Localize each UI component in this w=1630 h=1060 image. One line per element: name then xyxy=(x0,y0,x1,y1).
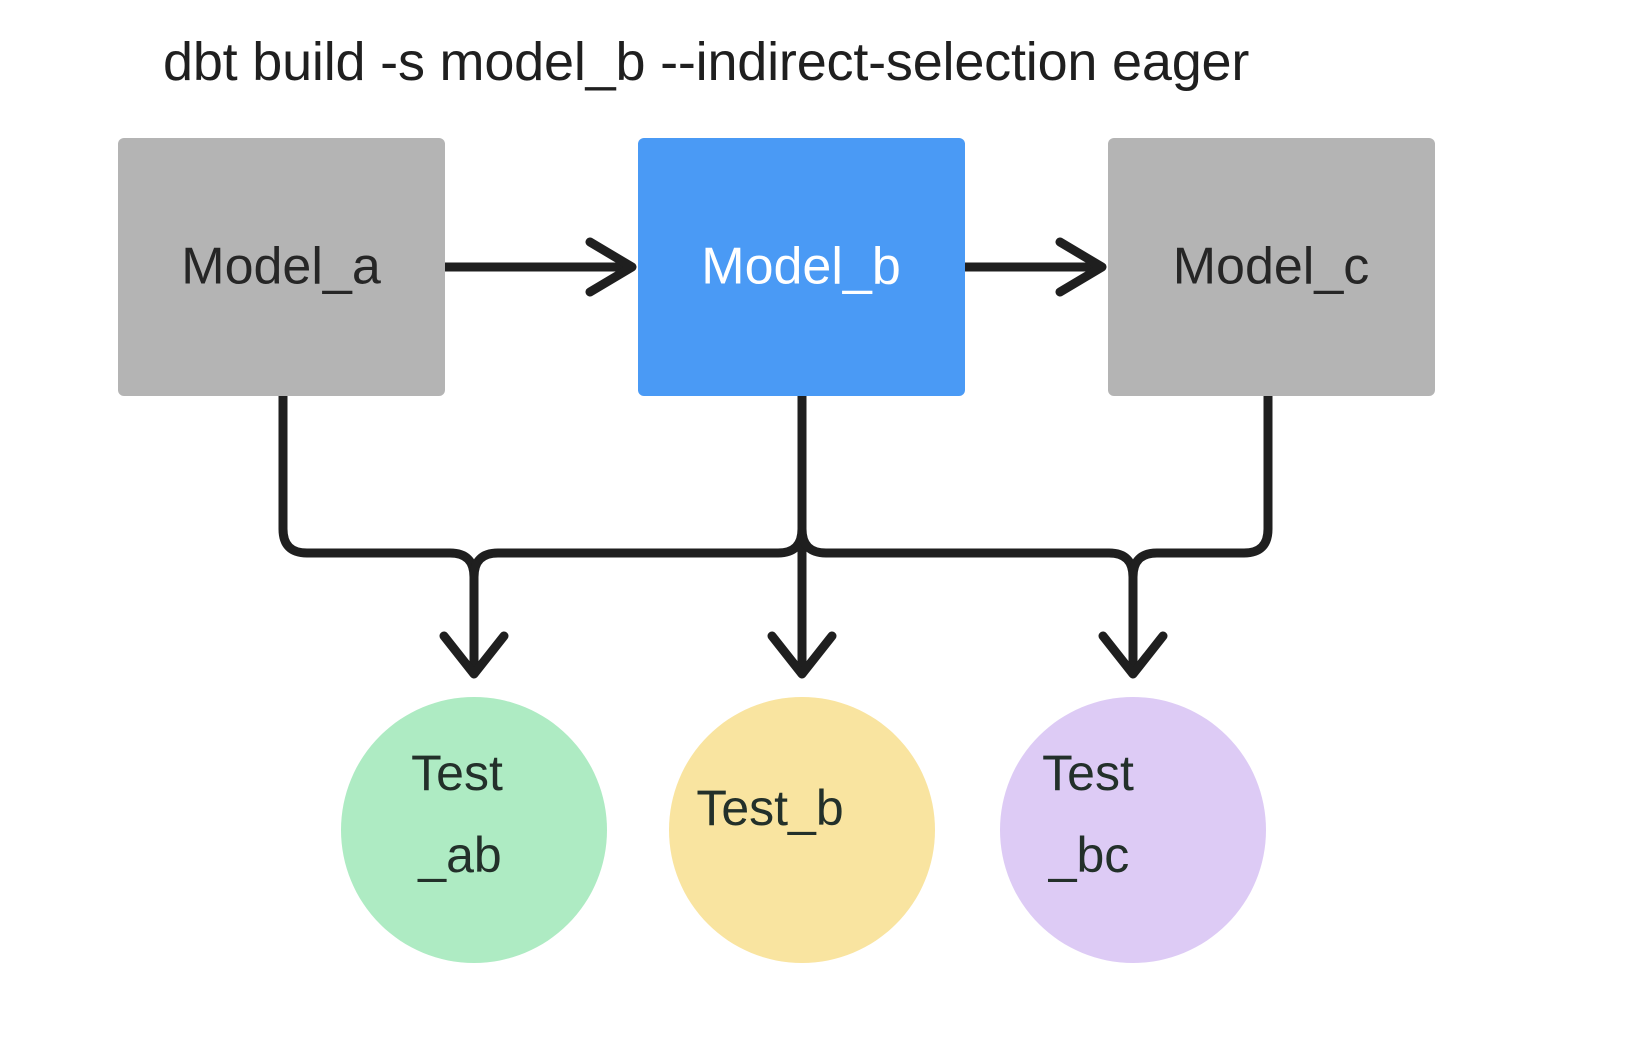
node-test-bc[interactable]: Test _bc xyxy=(1000,697,1266,963)
model-b-shape[interactable] xyxy=(638,138,965,396)
test-bc-shape[interactable] xyxy=(1000,697,1266,963)
node-model-a[interactable]: Model_a xyxy=(118,138,445,396)
edge-model-b-to-test-ab xyxy=(469,396,807,578)
test-ab-label-line2: _ab xyxy=(417,827,501,883)
model-a-shape[interactable] xyxy=(118,138,445,396)
node-model-b[interactable]: Model_b xyxy=(638,138,965,396)
test-ab-label-line1: Test xyxy=(411,745,503,801)
node-test-b[interactable]: Test_b xyxy=(669,697,935,963)
edge-model-b-to-model-c xyxy=(965,237,1107,297)
test-bc-label-line2: _bc xyxy=(1048,827,1130,883)
model-c-label: Model_c xyxy=(1173,238,1370,296)
model-layer: Model_a Model_b Model_c xyxy=(118,138,1435,396)
test-b-shape[interactable] xyxy=(669,697,935,963)
model-a-label: Model_a xyxy=(181,238,381,296)
edge-model-b-to-test-bc xyxy=(797,396,1168,679)
test-bc-label-line1: Test xyxy=(1042,745,1134,801)
model-c-shape[interactable] xyxy=(1108,138,1435,396)
test-ab-shape[interactable] xyxy=(341,697,607,963)
test-layer: Test _ab Test_b Test _bc xyxy=(341,697,1266,963)
edge-layer xyxy=(278,237,1273,679)
node-model-c[interactable]: Model_c xyxy=(1108,138,1435,396)
model-b-label: Model_b xyxy=(701,238,900,296)
test-b-label-line1: Test_b xyxy=(696,780,843,836)
page-title: dbt build -s model_b --indirect-selectio… xyxy=(163,32,1249,92)
edge-model-c-to-test-bc xyxy=(1128,396,1273,578)
edge-model-a-to-test-ab xyxy=(278,396,509,679)
edge-model-a-to-model-b xyxy=(445,237,637,297)
node-test-ab[interactable]: Test _ab xyxy=(341,697,607,963)
